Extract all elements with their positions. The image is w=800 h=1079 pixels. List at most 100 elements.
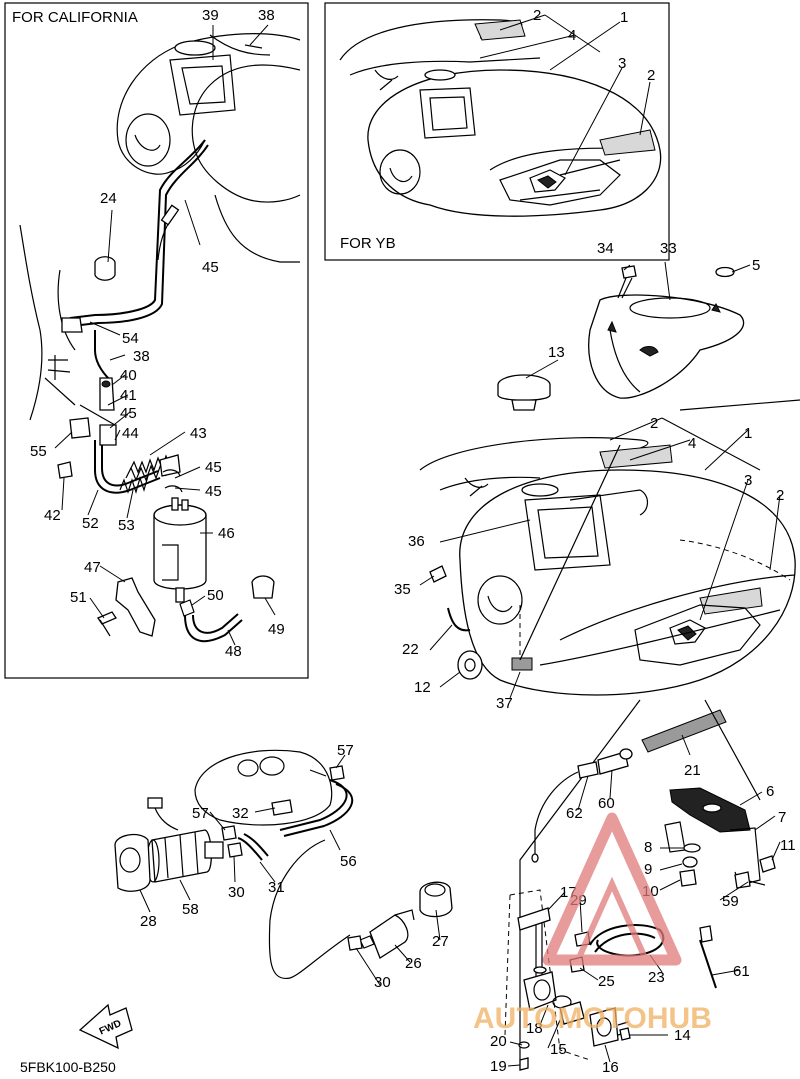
tank-bracket: [664, 787, 766, 886]
callout-53: 53: [118, 517, 135, 534]
yb-callout-2: 2: [647, 67, 655, 84]
callout-42: 42: [44, 507, 61, 524]
callout-13: 13: [548, 344, 565, 361]
california-hose-assembly: [44, 139, 275, 643]
pad-37: [511, 657, 533, 671]
tie-61: [699, 939, 717, 989]
damper-10: [679, 869, 697, 887]
pump-bracket-28: [114, 833, 151, 892]
clamp-57b: [221, 825, 237, 841]
yb-callouts: 2 4 1 3 2: [533, 7, 655, 84]
yb-panel-title: FOR YB: [340, 235, 396, 252]
callout-58: 58: [182, 901, 199, 918]
callout-11: 11: [780, 837, 796, 854]
callout-41: 41: [120, 387, 137, 404]
callout-55: 55: [30, 443, 47, 460]
callout-32: 32: [232, 805, 249, 822]
callout-14: 14: [674, 1027, 691, 1044]
yb-panel-frame: [324, 2, 670, 261]
bolt-59: [734, 871, 751, 889]
california-panel-title: FOR CALIFORNIA: [12, 9, 138, 26]
filter-holder-27: [419, 881, 453, 918]
tank-top-cover: [588, 294, 745, 399]
callout-23: 23: [648, 969, 665, 986]
callout-30: 30: [228, 884, 245, 901]
hose-22: [447, 607, 471, 632]
callout-3: 3: [744, 472, 752, 489]
grommet-5: [715, 266, 735, 278]
canister-bracket: [115, 577, 156, 637]
callout-40: 40: [120, 367, 137, 384]
callout-36: 36: [408, 533, 425, 550]
main-tank-area: 34 33 5 13 2 4 1 3 2 36 35 22 12 37: [394, 240, 800, 1060]
fuel-tank: [419, 437, 796, 696]
callout-7: 7: [778, 809, 786, 826]
callout-57: 57: [192, 805, 209, 822]
fuel-pump: [146, 829, 224, 883]
callout-30: 30: [374, 974, 391, 991]
washer-8: [683, 843, 701, 853]
callout-2: 2: [650, 415, 658, 432]
yb-tank-drawing: [339, 19, 662, 217]
clamp-30b: [347, 935, 363, 951]
callout-15: 15: [550, 1041, 567, 1058]
callout-9: 9: [644, 861, 652, 878]
pad-21: [641, 709, 727, 753]
california-panel-frame: [4, 2, 309, 679]
bolt-34: [617, 265, 637, 299]
california-tank-outline: [19, 33, 301, 421]
damper-12: [457, 650, 483, 680]
clamp-30a: [227, 842, 243, 858]
callout-62: 62: [566, 805, 583, 822]
clamp-32: [271, 799, 293, 816]
bolt-35: [429, 565, 447, 583]
watermark-text: AUTOMOTOHUB: [473, 1002, 712, 1035]
callout-28: 28: [140, 913, 157, 930]
main-leaders: [419, 261, 800, 1060]
fuel-filter: [359, 909, 415, 959]
hose-31: [237, 837, 263, 861]
watermark: AUTOMOTOHUB: [473, 812, 712, 1035]
yb-leaders: [479, 14, 651, 176]
callout-52: 52: [82, 515, 99, 532]
callout-47: 47: [84, 559, 101, 576]
california-panel: FOR CALIFORNIA: [4, 2, 309, 679]
callout-19: 19: [490, 1058, 507, 1075]
callout-1: 1: [744, 425, 752, 442]
callout-8: 8: [644, 839, 652, 856]
lower-leaders: [139, 754, 781, 1067]
plate-17: [517, 907, 551, 931]
callout-26: 26: [405, 955, 422, 972]
callout-12: 12: [414, 679, 431, 696]
callout-45: 45: [120, 405, 137, 422]
connector: [147, 797, 163, 809]
fuel-cap: [497, 374, 551, 411]
yb-callout-4: 4: [568, 27, 576, 44]
callout-21: 21: [684, 762, 701, 779]
callout-22: 22: [402, 641, 419, 658]
callout-45: 45: [205, 483, 222, 500]
callout-35: 35: [394, 581, 411, 598]
bolt-11: [759, 855, 776, 873]
callout-57: 57: [337, 742, 354, 759]
callout-38: 38: [133, 348, 150, 365]
collar-9: [682, 856, 698, 868]
callout-34: 34: [597, 240, 614, 257]
callout-56: 56: [340, 853, 357, 870]
callout-18: 18: [526, 1020, 543, 1037]
callout-50: 50: [207, 587, 224, 604]
callout-39: 39: [202, 7, 219, 24]
callout-46: 46: [218, 525, 235, 542]
callout-33: 33: [660, 240, 677, 257]
callout-31: 31: [268, 879, 285, 896]
callout-24: 24: [100, 190, 117, 207]
callout-60: 60: [598, 795, 615, 812]
yb-panel: FOR YB 2: [324, 2, 670, 261]
callout-61: 61: [733, 963, 750, 980]
california-leaders: [54, 24, 276, 646]
fwd-arrow: FWD: [78, 1003, 133, 1050]
callout-20: 20: [490, 1033, 507, 1050]
callout-51: 51: [70, 589, 87, 606]
callout-37: 37: [496, 695, 513, 712]
yb-callout-1: 1: [620, 9, 628, 26]
